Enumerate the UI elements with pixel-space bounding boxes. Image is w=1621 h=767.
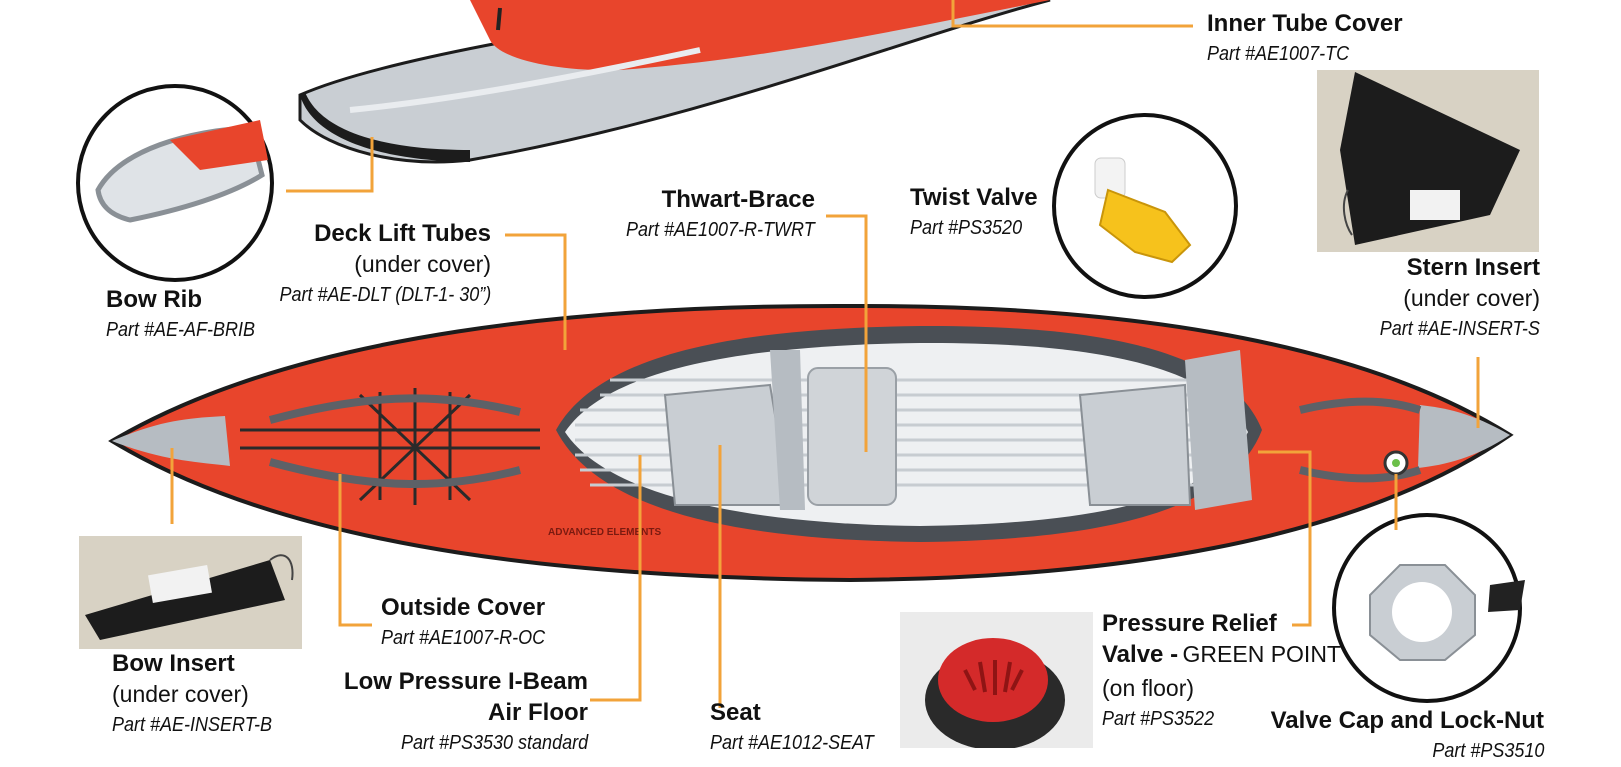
stern-insert-title: Stern Insert xyxy=(1406,254,1540,281)
label-deck-lift-tubes: Deck Lift Tubes (under cover) Part #AE-D… xyxy=(256,218,491,311)
pressure-relief-valve-photo xyxy=(900,612,1093,748)
leader-lines xyxy=(170,0,1480,708)
deck-lift-tubes-part: Part #AE-DLT (DLT-1- 30”) xyxy=(279,284,491,306)
label-inner-tube-cover: Inner Tube Cover Part #AE1007-TC xyxy=(1207,8,1403,70)
outside-cover-part: Part #AE1007-R-OC xyxy=(381,627,546,649)
valve-cap-detail xyxy=(1332,513,1525,703)
bow-rib-part: Part #AE-AF-BRIB xyxy=(106,319,256,341)
deck-lift-tubes-note: (under cover) xyxy=(354,251,491,277)
air-floor-title-line2: Air Floor xyxy=(488,699,588,726)
bow-insert-part: Part #AE-INSERT-B xyxy=(112,714,273,736)
pressure-relief-valve-title-line2: Valve - xyxy=(1102,641,1179,668)
label-stern-insert: Stern Insert (under cover) Part #AE-INSE… xyxy=(1362,252,1540,345)
pressure-relief-valve-note1: GREEN POINT xyxy=(1182,641,1341,667)
pressure-relief-valve-part: Part #PS3522 xyxy=(1102,708,1215,730)
seat-title: Seat xyxy=(710,699,761,726)
leader-thwart-brace xyxy=(826,214,868,452)
deck-lift-tubes-title: Deck Lift Tubes xyxy=(314,220,491,247)
bow-insert-title: Bow Insert xyxy=(112,650,235,677)
valve-cap-title: Valve Cap and Lock-Nut xyxy=(1270,707,1544,734)
leader-inner-tube-cover xyxy=(951,0,1193,28)
label-thwart-brace: Thwart-Brace Part #AE1007-R-TWRT xyxy=(605,184,815,246)
outside-cover-title: Outside Cover xyxy=(381,594,546,621)
seat-part: Part #AE1012-SEAT xyxy=(710,732,874,754)
thwart-brace-title: Thwart-Brace xyxy=(661,186,815,213)
leader-outside-cover xyxy=(338,474,372,627)
label-seat: Seat Part #AE1012-SEAT xyxy=(710,697,892,759)
valve-cap-part: Part #PS3510 xyxy=(1431,740,1544,762)
leader-bow-rib xyxy=(286,137,374,193)
label-outside-cover: Outside Cover Part #AE1007-R-OC xyxy=(381,592,563,654)
hull-brand-print: ADVANCED ELEMENTS xyxy=(548,527,661,538)
pressure-relief-valve-title-line1: Pressure Relief xyxy=(1102,610,1277,637)
twist-valve-detail xyxy=(1052,113,1238,299)
bow-rib-detail xyxy=(76,84,274,282)
bow-insert-note: (under cover) xyxy=(112,681,249,707)
stern-insert-photo xyxy=(1317,70,1539,252)
inner-tube-cover-title: Inner Tube Cover xyxy=(1207,10,1403,37)
main-kayak: ADVANCED ELEMENTS xyxy=(108,303,1514,583)
thwart-brace-part: Part #AE1007-R-TWRT xyxy=(626,219,815,241)
label-pressure-relief-valve: Pressure Relief Valve - GREEN POINT (on … xyxy=(1102,608,1341,735)
leader-pressure-relief-valve xyxy=(1258,450,1312,627)
pressure-relief-valve-note2: (on floor) xyxy=(1102,675,1195,701)
label-twist-valve: Twist Valve Part #PS3520 xyxy=(910,182,1038,244)
label-air-floor: Low Pressure I-Beam Air Floor Part #PS35… xyxy=(344,666,588,759)
kayak-parts-diagram: ADVANCED ELEMENTS xyxy=(76,0,1539,748)
twist-valve-title: Twist Valve xyxy=(910,184,1038,211)
air-floor-title-line1: Low Pressure I-Beam xyxy=(343,668,588,695)
top-kayak-bow xyxy=(298,0,1051,164)
twist-valve-part: Part #PS3520 xyxy=(910,217,1023,239)
leader-deck-lift-tubes xyxy=(505,233,567,350)
label-bow-rib: Bow Rib Part #AE-AF-BRIB xyxy=(106,284,272,346)
bow-rib-title: Bow Rib xyxy=(106,286,202,313)
label-bow-insert: Bow Insert (under cover) Part #AE-INSERT… xyxy=(112,648,290,741)
stern-insert-part: Part #AE-INSERT-S xyxy=(1379,318,1540,340)
stern-insert-note: (under cover) xyxy=(1403,285,1540,311)
leader-air-floor xyxy=(590,455,642,702)
inner-tube-cover-part: Part #AE1007-TC xyxy=(1207,43,1350,65)
bow-insert-photo xyxy=(79,536,302,649)
label-valve-cap: Valve Cap and Lock-Nut Part #PS3510 xyxy=(1271,705,1544,767)
air-floor-part: Part #PS3530 standard xyxy=(400,732,588,754)
